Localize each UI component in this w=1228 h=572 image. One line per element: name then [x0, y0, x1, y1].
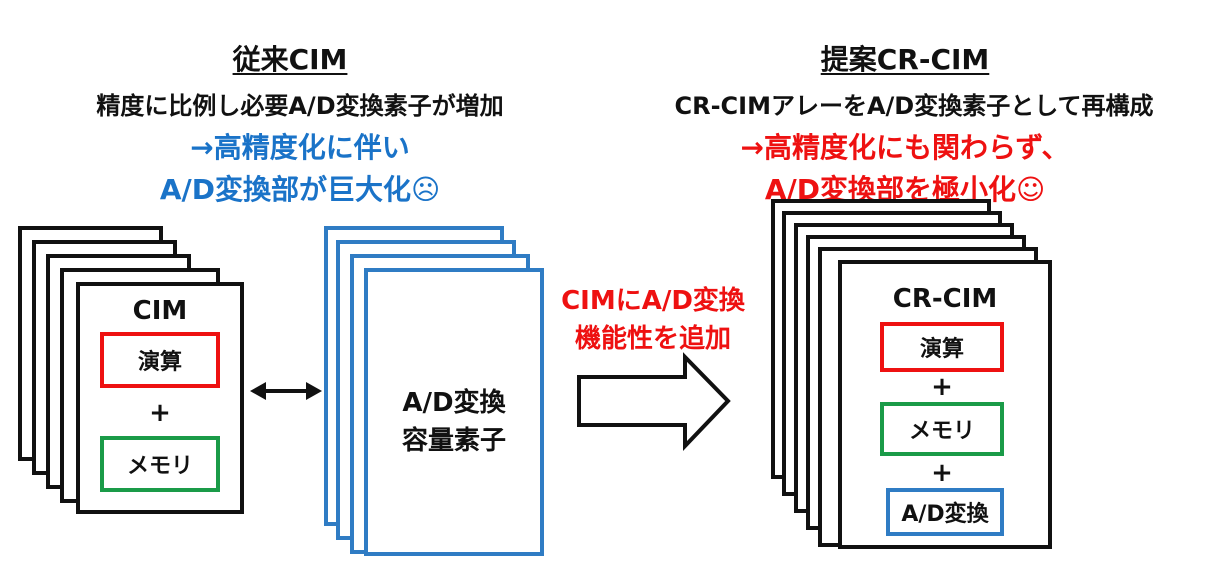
double-arrow-icon	[250, 382, 322, 400]
crcim-plus-2: +	[931, 458, 953, 488]
big-right-arrow-icon	[577, 352, 731, 451]
crcim-memory-box: メモリ	[880, 402, 1004, 456]
left-note-line1: →高精度化に伴い	[190, 131, 410, 164]
adc-card-line1: A/D変換	[402, 388, 506, 418]
right-note-line1: →高精度化にも関わらず、	[740, 131, 1070, 164]
crcim-compute-box: 演算	[880, 322, 1004, 372]
left-note-line2: A/D変換部が巨大化☹	[159, 173, 441, 206]
cim-card-label: CIM	[132, 296, 188, 326]
crcim-adc-box: A/D変換	[886, 488, 1004, 536]
left-subtitle: 精度に比例し必要A/D変換素子が増加	[96, 92, 504, 120]
crcim-card-front: CR-CIM 演算 + メモリ + A/D変換	[838, 260, 1052, 549]
cim-compute-box: 演算	[100, 332, 220, 388]
adc-card-line2: 容量素子	[401, 426, 506, 456]
cim-plus: +	[149, 398, 171, 428]
middle-line1: CIMにA/D変換	[561, 286, 745, 316]
cim-card-front: CIM 演算 + メモリ	[76, 282, 244, 514]
right-title: 提案CR-CIM	[820, 43, 990, 76]
adc-card-front: A/D変換 容量素子	[364, 268, 544, 556]
crcim-card-label: CR-CIM	[892, 284, 998, 314]
crcim-plus-1: +	[931, 372, 953, 402]
middle-line2: 機能性を追加	[574, 324, 731, 354]
left-title: 従来CIM	[232, 43, 348, 76]
right-subtitle: CR-CIMアレーをA/D変換素子として再構成	[674, 92, 1154, 120]
cim-memory-box: メモリ	[100, 436, 220, 492]
